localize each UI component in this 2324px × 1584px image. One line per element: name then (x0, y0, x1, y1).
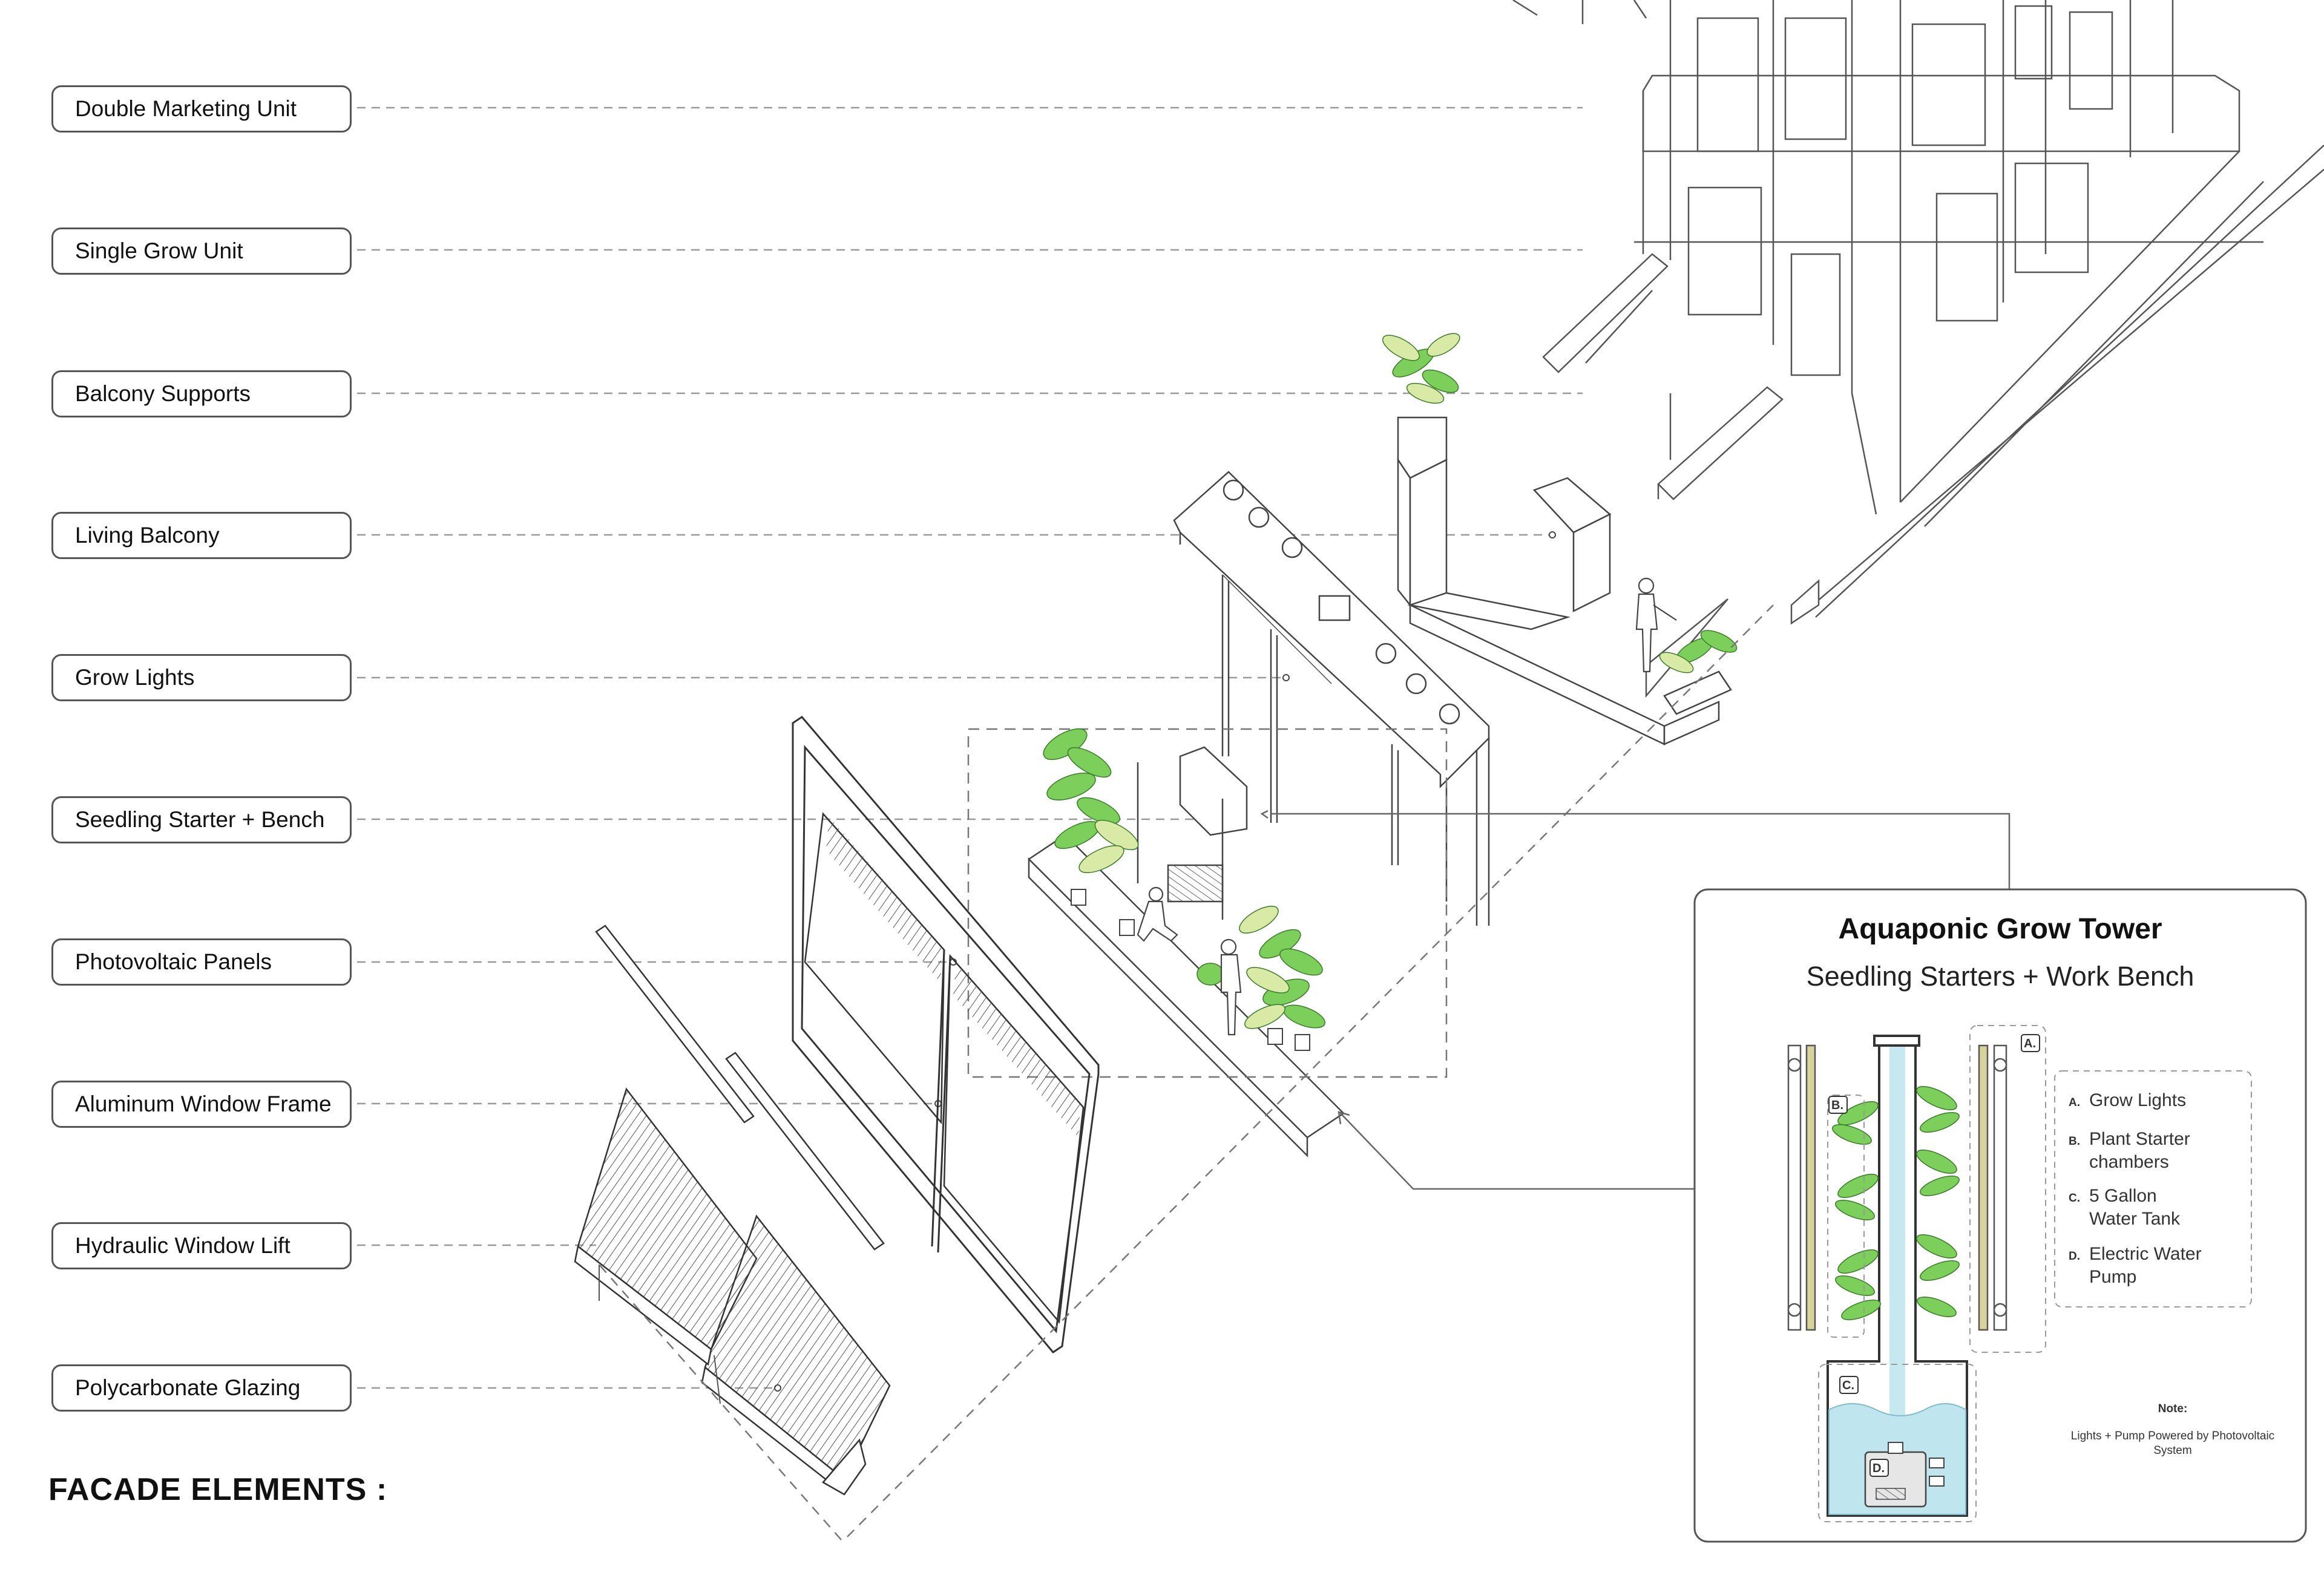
inset-panel: A. B. C. D. (1693, 888, 2307, 1543)
label-text: Living Balcony (75, 523, 220, 548)
label-text: Grow Lights (75, 665, 195, 690)
label-seedling-starter-bench: Seedling Starter + Bench (51, 796, 352, 843)
label-text: Double Marketing Unit (75, 96, 297, 121)
human-figures (1137, 577, 1677, 1036)
label-hydraulic-window-lift: Hydraulic Window Lift (51, 1222, 352, 1269)
label-living-balcony: Living Balcony (51, 512, 352, 559)
seedling-box-dashed (967, 728, 1448, 1078)
living-balcony (1397, 416, 1732, 745)
inset-tag-d: D. (1873, 1462, 1885, 1475)
label-text: Photovoltaic Panels (75, 949, 272, 974)
note-text: Lights + Pump Powered by Photovoltaic Sy… (2070, 1430, 2275, 1457)
facade-elements-title: FACADE ELEMENTS : (48, 1472, 388, 1507)
legend-letter-b: B. (2069, 1135, 2080, 1148)
inset-subtitle: Seedling Starters + Work Bench (1806, 961, 2194, 992)
inset-tag-b: B. (1831, 1099, 1843, 1112)
note-title: Note: (2158, 1402, 2188, 1415)
legend-grow-lights: Grow Lights (2089, 1090, 2187, 1110)
label-text: Seedling Starter + Bench (75, 807, 325, 832)
aluminum-window-frame (792, 716, 1100, 1353)
legend-water-pump: Electric Water Pump (2089, 1244, 2202, 1287)
photovoltaic-panels (595, 925, 885, 1251)
legend-letter-d: D. (2069, 1250, 2080, 1263)
label-text: Balcony Supports (75, 381, 251, 406)
label-single-grow-unit: Single Grow Unit (51, 227, 352, 275)
hydraulic-window-lift (574, 1087, 891, 1496)
legend-letter-a: A. (2069, 1096, 2080, 1109)
inset-title: Aquaponic Grow Tower (1838, 913, 2162, 945)
label-text: Single Grow Unit (75, 238, 243, 263)
legend-letter-c: C. (2069, 1192, 2080, 1205)
inset-tag-c: C. (1842, 1379, 1854, 1392)
inset-pointer-lines (1260, 810, 2011, 1190)
label-grow-lights: Grow Lights (51, 654, 352, 701)
grow-lights-frame (1173, 471, 1490, 926)
legend-plant-starter-chambers: Plant Starter chambers (2089, 1129, 2190, 1172)
plants (1043, 333, 1738, 1051)
inset-tag-a: A. (2024, 1037, 2036, 1050)
legend-water-tank: 5 Gallon Water Tank (2089, 1186, 2181, 1229)
building-structure (1512, 0, 2324, 698)
label-text: Polycarbonate Glazing (75, 1375, 301, 1400)
label-text: Aluminum Window Frame (75, 1091, 332, 1116)
label-photovoltaic-panels: Photovoltaic Panels (51, 938, 352, 986)
label-double-marketing-unit: Double Marketing Unit (51, 85, 352, 133)
label-polycarbonate-glazing: Polycarbonate Glazing (51, 1364, 352, 1412)
label-aluminum-window-frame: Aluminum Window Frame (51, 1081, 352, 1128)
polycarbonate-glazing (599, 604, 1774, 1540)
label-text: Hydraulic Window Lift (75, 1233, 290, 1258)
label-balcony-supports: Balcony Supports (51, 370, 352, 417)
